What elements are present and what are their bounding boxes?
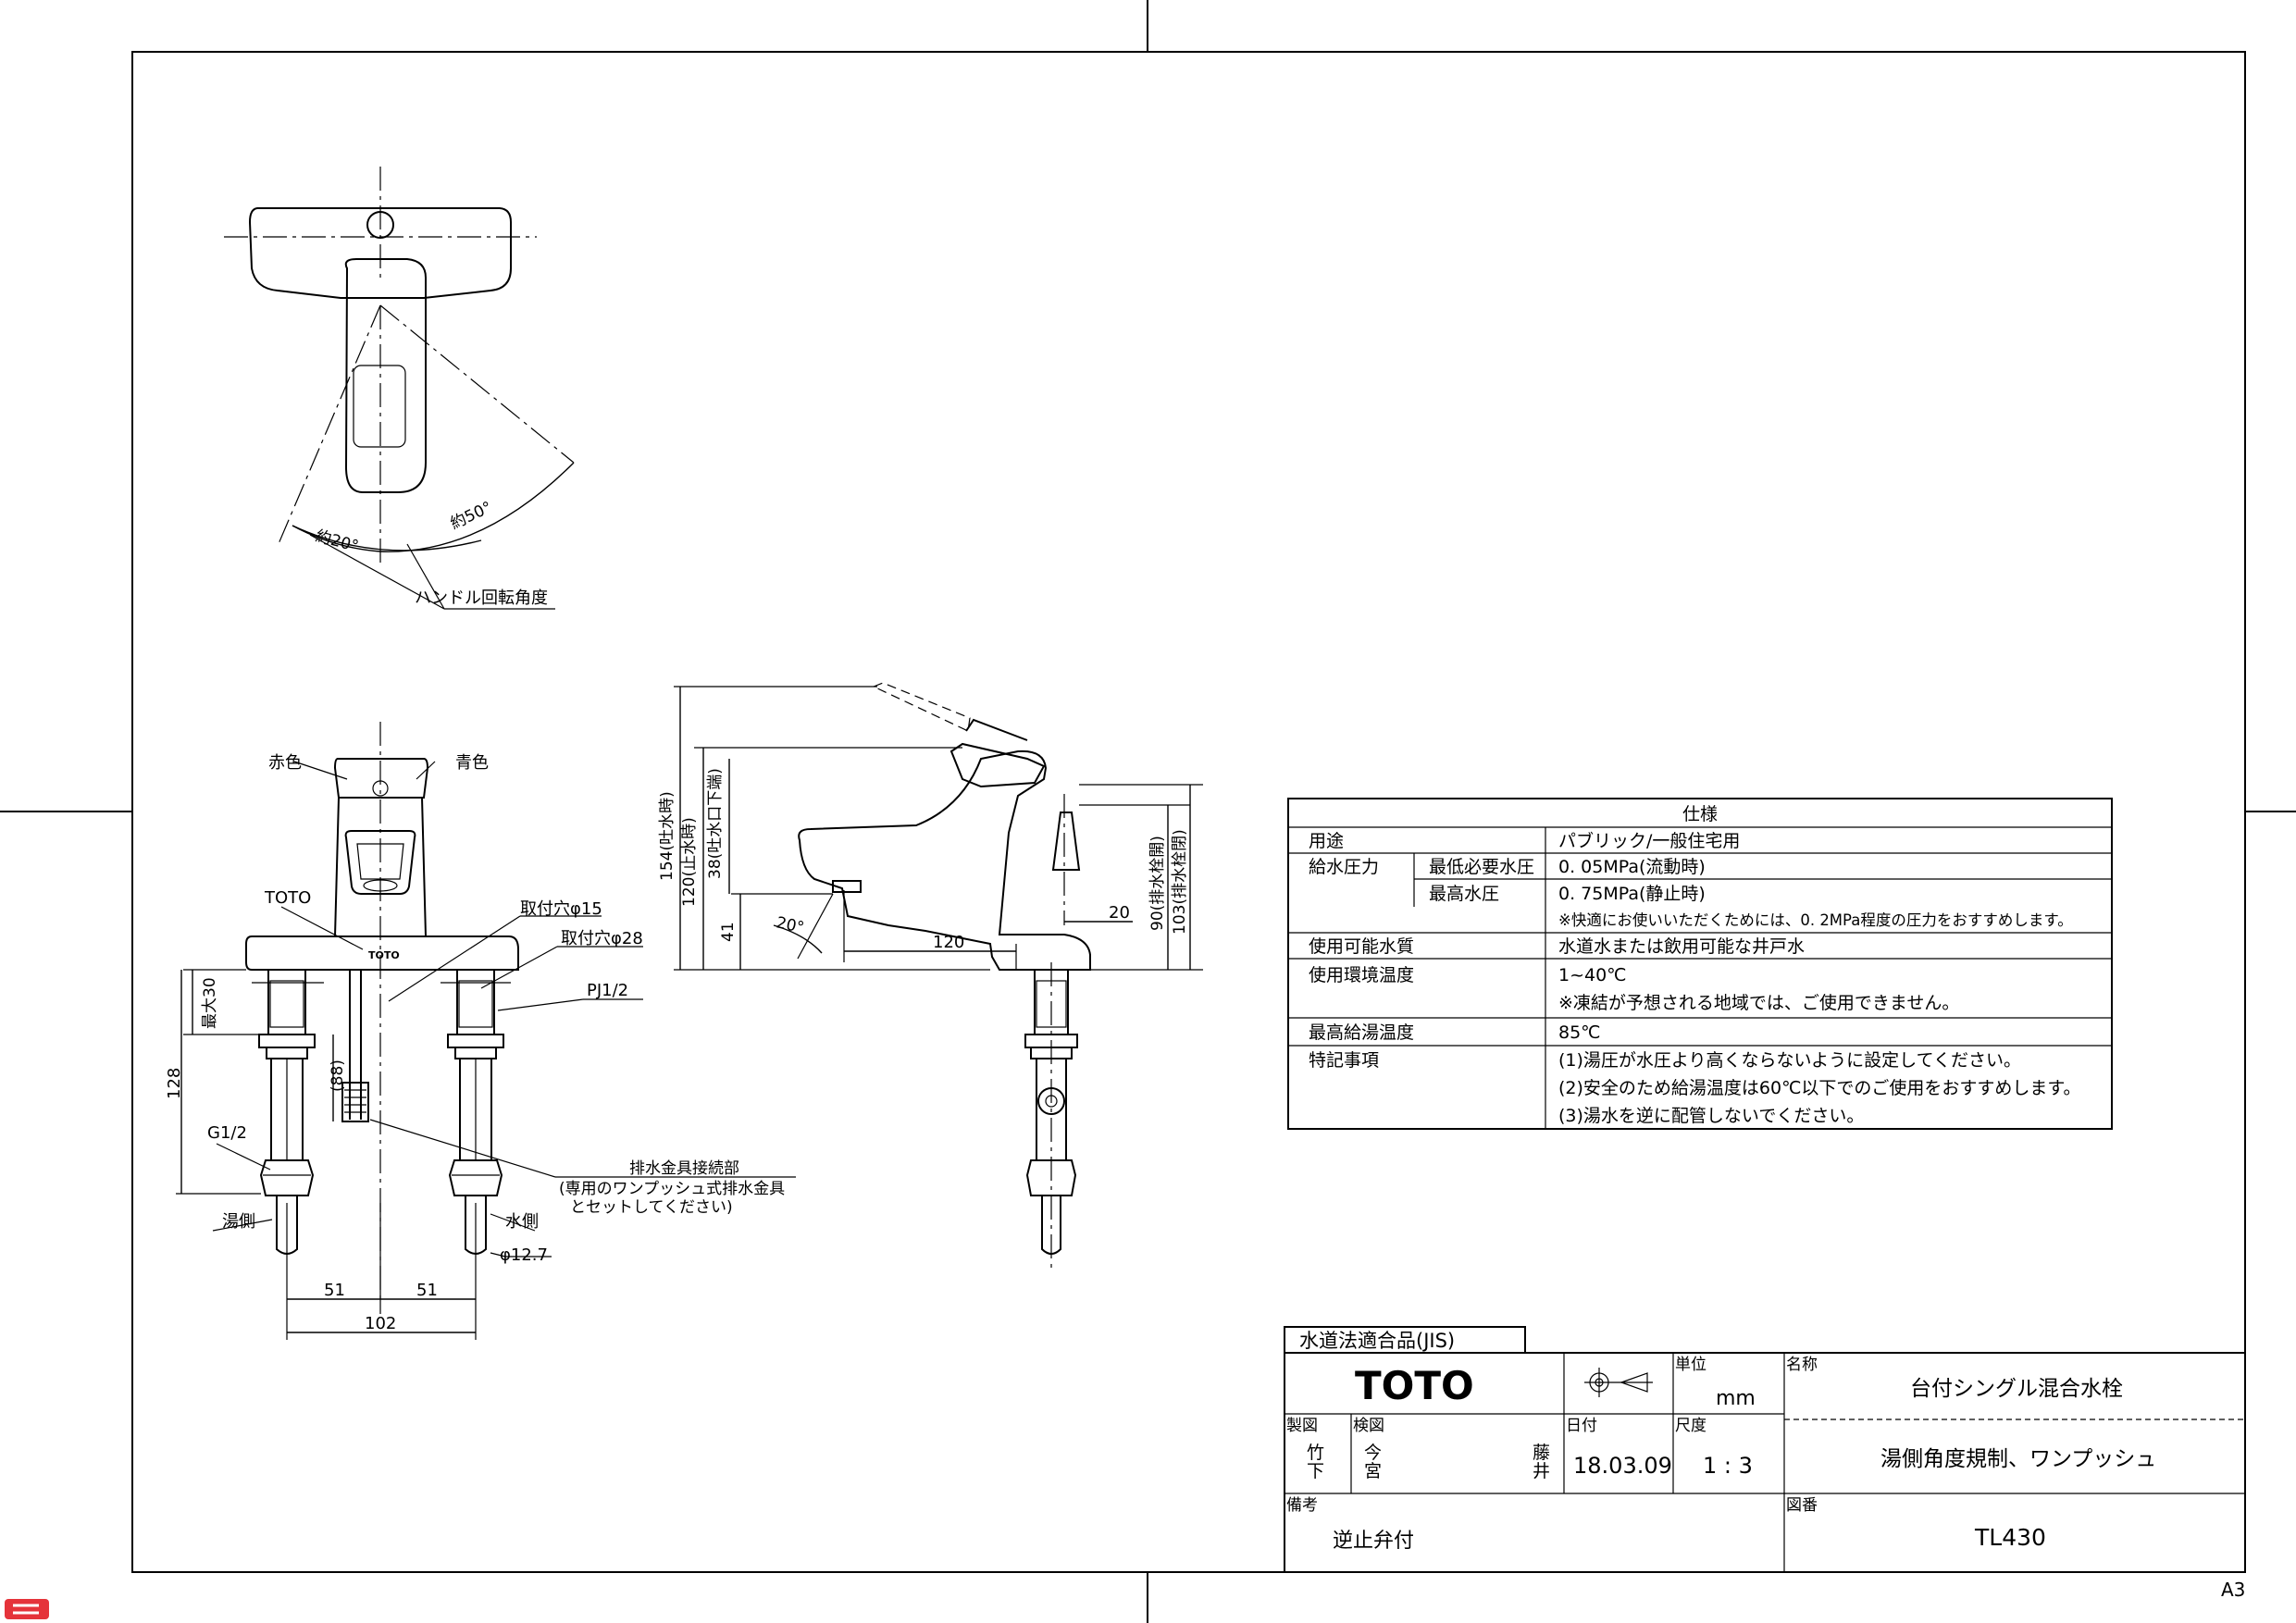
date-label: 日付 [1566, 1417, 1597, 1435]
spec-row-label: 使用可能水質 [1309, 936, 1414, 957]
dim-41-label: 41 [719, 922, 738, 942]
compliance-label: 水道法適合品(JIS) [1299, 1330, 1455, 1352]
corner-logo-icon [5, 1599, 49, 1619]
name-value: 台付シングル混合水栓 [1910, 1377, 2123, 1401]
dim-20-label: 20 [1109, 903, 1130, 923]
dim-103-label: 103(排水栓閉) [1171, 829, 1189, 935]
sheet-size: A3 [2221, 1579, 2245, 1601]
unit-label: 単位 [1675, 1356, 1706, 1374]
remarks-value: 逆止弁付 [1333, 1530, 1414, 1553]
unit-value: mm [1716, 1387, 1756, 1410]
blue-color-label: 青色 [455, 753, 489, 773]
cold-side-label: 水側 [505, 1212, 539, 1232]
spec-row-label: 最高給湯温度 [1309, 1022, 1414, 1043]
spec-row-note: ※快適にお使いいただくためには、0. 2MPa程度の圧力をおすすめします。 [1558, 911, 2073, 929]
red-color-label: 赤色 [268, 753, 302, 773]
checked-by-2: 宮 [1364, 1461, 1382, 1481]
spec-row-value: 0. 75MPa(静止時) [1558, 884, 1706, 904]
drawn-by-1: 竹 [1307, 1443, 1324, 1463]
spec-row-value: (3)湯水を逆に配管しないでください。 [1558, 1106, 1864, 1126]
spec-row-value: (1)湯圧が水圧より高くならないように設定してください。 [1558, 1050, 2021, 1071]
spec-table: 仕様 用途 パブリック/一般住宅用 給水圧力 最低必要水圧 0. 05MPa(流… [1287, 798, 2113, 1130]
spec-row-note: ※凍結が予想される地域では、ご使用できません。 [1558, 993, 1959, 1013]
date-value: 18.03.09 [1573, 1453, 1672, 1479]
brand-label: TOTO [264, 888, 311, 908]
hot-side-label: 湯側 [222, 1212, 255, 1232]
title-block: 水道法適合品(JIS) TOTO 単位 mm 名称 台付シングル混合水栓 湯側角… [1284, 1326, 2246, 1573]
phi127-label: φ12.7 [500, 1245, 548, 1265]
spec-row-value: 水道水または飲用可能な井戸水 [1558, 936, 1805, 957]
spec-title: 仕様 [1682, 804, 1718, 824]
dim-128: 128 [165, 1068, 184, 1099]
drawing-frame [131, 51, 2246, 1573]
drawing-no: TL430 [1974, 1524, 2046, 1551]
spec-row-label: 給水圧力 [1309, 857, 1379, 877]
dim-51-right: 51 [416, 1281, 438, 1300]
toto-logo: TOTO [1355, 1363, 1474, 1408]
dim-120-label: 120(止水時) [680, 817, 699, 907]
spec-row-label: 用途 [1309, 831, 1344, 851]
g12-label: G1/2 [207, 1123, 247, 1143]
spec-row-value: 1~40℃ [1558, 965, 1627, 985]
spec-row-value: 0. 05MPa(流動時) [1558, 857, 1706, 877]
spec-row-value: パブリック/一般住宅用 [1558, 830, 1740, 851]
spec-row-label: 使用環境温度 [1309, 965, 1414, 985]
dim-154-label: 154(吐水時) [658, 791, 676, 881]
approved-by-1: 藤 [1533, 1443, 1550, 1463]
mount-hole-28-label: 取付穴φ28 [561, 929, 643, 948]
drawing-no-label: 図番 [1786, 1496, 1818, 1515]
subtitle-value: 湯側角度規制、ワンプッシュ [1880, 1447, 2156, 1471]
front-view: TOTO [165, 722, 796, 1340]
spec-row-sub: 最高水圧 [1429, 884, 1499, 904]
angle-hot-label: 約20° [314, 527, 361, 557]
drain-label-3: とセットしてください) [570, 1198, 733, 1217]
rotation-angle-label: ハンドル回転角度 [415, 588, 548, 608]
side-view: 154(吐水時) 120(止水時) 38(吐水口下端) 41 20° 120 2… [658, 682, 1203, 1268]
spec-row-sub: 最低必要水圧 [1429, 857, 1534, 877]
dim-38-label: 38(吐水口下端) [706, 768, 725, 879]
angle-20-label: 20° [775, 913, 806, 937]
approved-by-2: 井 [1533, 1461, 1550, 1481]
name-label: 名称 [1786, 1356, 1818, 1374]
scale-value: 1 : 3 [1703, 1453, 1753, 1479]
drawn-by-2: 下 [1307, 1461, 1324, 1481]
scale-label: 尺度 [1675, 1417, 1706, 1435]
dim-51-left: 51 [324, 1281, 345, 1300]
spec-row-label: 特記事項 [1309, 1050, 1379, 1071]
mount-hole-15-label: 取付穴φ15 [520, 899, 602, 919]
angle-cold-label: 約50° [448, 498, 495, 533]
checked-by-1: 今 [1364, 1443, 1382, 1463]
checked-label: 検図 [1353, 1417, 1384, 1435]
dim-90-label: 90(排水栓開) [1148, 836, 1167, 931]
spec-row-value: 85℃ [1558, 1022, 1601, 1043]
top-view: 約20° 約50° ハンドル回転角度 [224, 167, 575, 610]
dim-102: 102 [365, 1314, 396, 1333]
pj-thread-label: PJ1/2 [587, 981, 628, 1000]
drain-label-1: 排水金具接続部 [629, 1159, 739, 1178]
dim-88: (88) [329, 1059, 347, 1092]
drain-label-2: (専用のワンプッシュ式排水金具 [559, 1180, 785, 1198]
remarks-label: 備考 [1286, 1496, 1318, 1515]
base-brand-mark: TOTO [368, 949, 400, 961]
max30-dim: 最大30 [201, 977, 219, 1029]
drawn-label: 製図 [1286, 1417, 1318, 1435]
spec-row-value: (2)安全のため給湯温度は60℃以下でのご使用をおすすめします。 [1558, 1078, 2081, 1098]
projection-symbol-icon [1584, 1368, 1653, 1397]
dim-120h-label: 120 [933, 933, 964, 952]
